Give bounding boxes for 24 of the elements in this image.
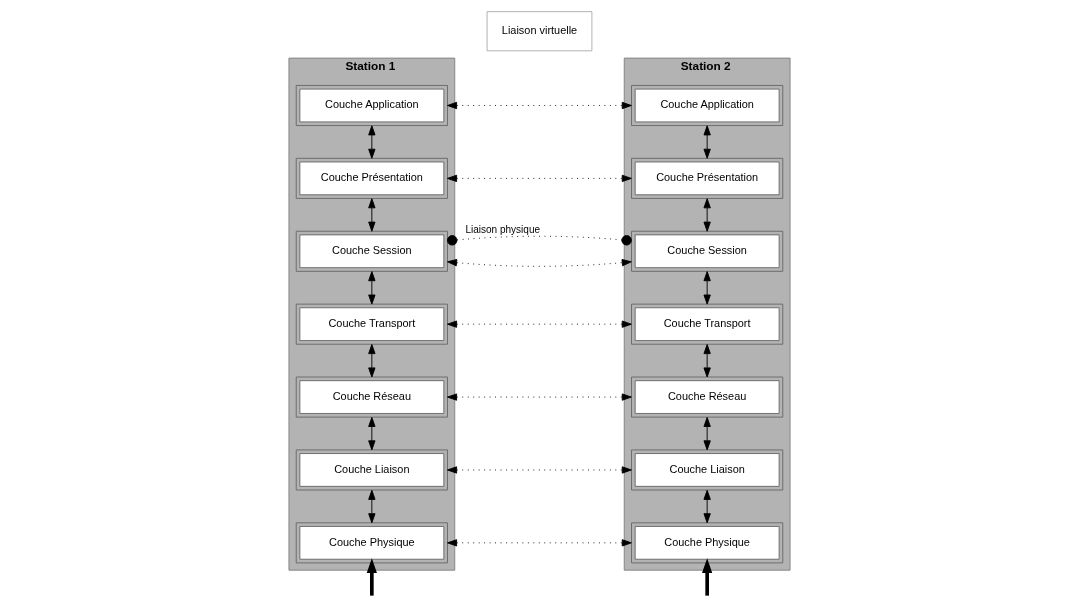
arrow (703, 489, 711, 524)
arrow (367, 344, 375, 378)
connector (446, 235, 632, 246)
arrow (703, 416, 711, 451)
arrow (703, 344, 711, 378)
arrow (367, 489, 375, 524)
node-box: Liaison virtuelle (486, 11, 592, 52)
arrow (367, 271, 375, 305)
arrow (446, 259, 632, 267)
arrow (703, 198, 711, 232)
arrow (446, 174, 632, 183)
arrow (367, 198, 375, 232)
arrow (367, 416, 375, 451)
arrow (703, 271, 711, 305)
arrow (446, 539, 632, 547)
arrow (446, 101, 632, 110)
edge-label: Liaison physique (464, 224, 540, 236)
arrow (446, 393, 632, 401)
arrow (703, 125, 711, 159)
arrow (366, 558, 377, 596)
arrow (701, 558, 712, 596)
arrow (446, 466, 632, 474)
arrow (367, 125, 375, 159)
arrow (446, 320, 632, 328)
